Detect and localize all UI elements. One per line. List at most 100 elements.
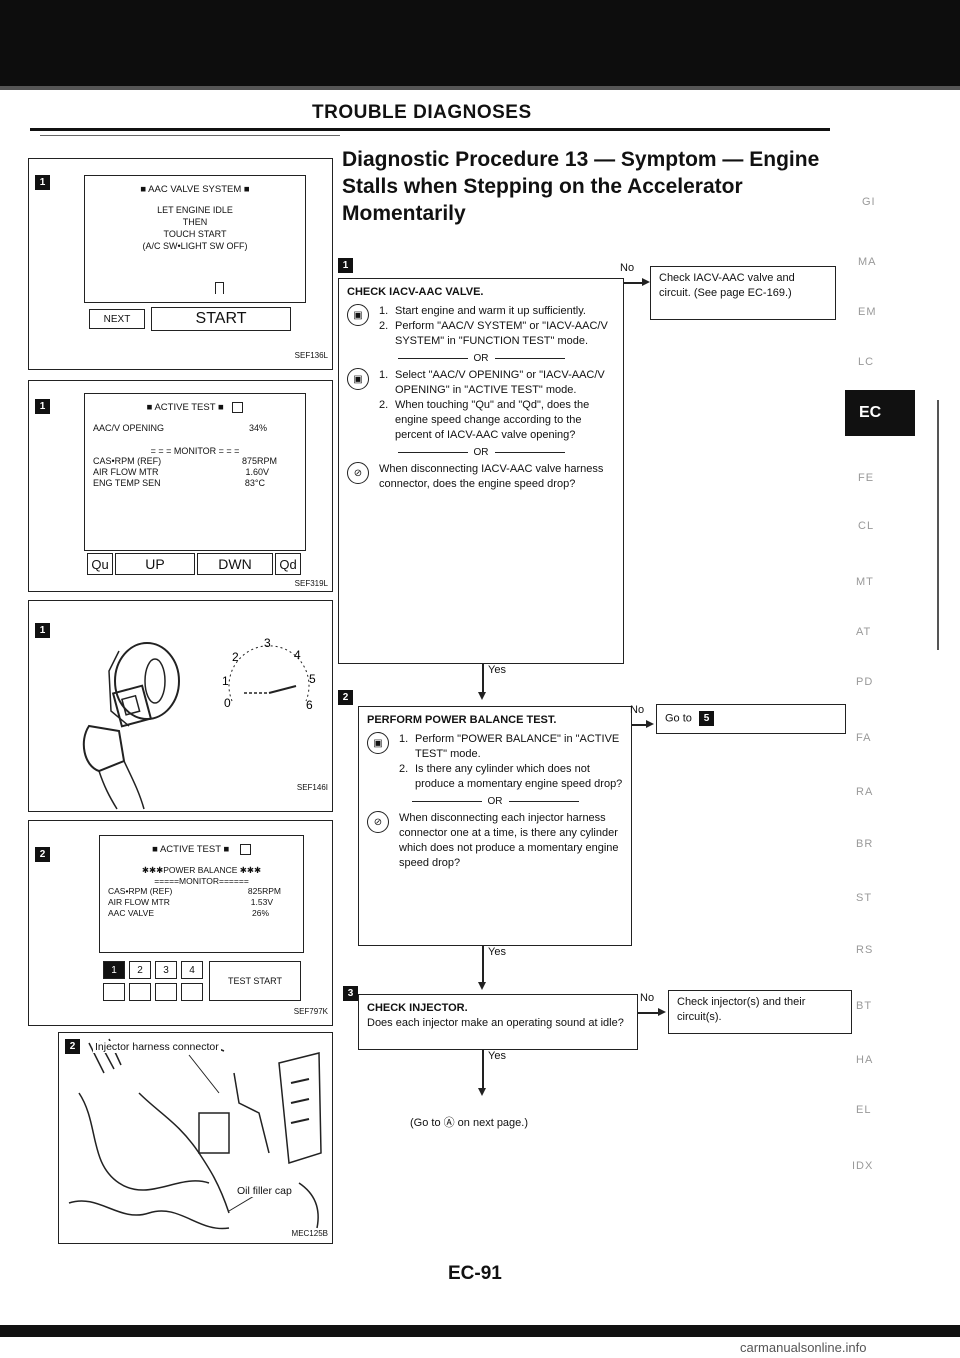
side-tab-pd[interactable]: PD — [856, 676, 874, 688]
side-tab-ra[interactable]: RA — [856, 786, 874, 798]
step-badge: 1 — [35, 175, 50, 190]
no-connector-line — [624, 282, 644, 284]
yes-label: Yes — [488, 946, 506, 958]
step-badge-1: 1 — [338, 258, 353, 273]
no-label: No — [630, 704, 645, 716]
checkbox-icon — [239, 844, 251, 855]
step2-power-balance-box: PERFORM POWER BALANCE TEST. ▣ 1.Perform … — [358, 706, 632, 946]
arrow-right-icon — [646, 720, 654, 728]
title-rule-secondary — [40, 135, 340, 136]
no-connector-line — [632, 724, 648, 726]
panel-iacv-valve-gauge: 1 0 1 2 3 4 5 6 SEF146I — [28, 600, 333, 812]
no-label: No — [640, 992, 655, 1004]
arrow-down-icon — [478, 1088, 486, 1096]
no-tools-icon: ⊘ — [347, 462, 369, 484]
step-badge-5: 5 — [698, 711, 714, 726]
iacv-valve-connector-illustration — [82, 642, 180, 810]
no-tools-icon: ⊘ — [367, 811, 389, 833]
page-number: EC-91 — [448, 1263, 502, 1284]
test-start-button[interactable]: TEST START — [209, 961, 301, 1001]
arrow-down-icon — [478, 982, 486, 990]
next-button[interactable]: NEXT — [89, 309, 145, 329]
no-connector-line — [638, 1012, 660, 1014]
side-tab-idx[interactable]: IDX — [852, 1160, 874, 1172]
header-bar-edge — [0, 86, 960, 90]
down-button[interactable]: DWN — [197, 553, 273, 575]
figure-code: SEF319L — [294, 579, 328, 588]
cylinder-3-button[interactable]: 3 — [155, 961, 177, 979]
gauge-label: 0 — [224, 696, 231, 710]
panel-aac-valve-system: 1 ■ AAC VALVE SYSTEM ■ LET ENGINE IDLE T… — [28, 158, 333, 370]
blank-button[interactable] — [155, 983, 177, 1001]
step1-check-iacv-box: CHECK IACV-AAC VALVE. ▣ 1.Start engine a… — [338, 278, 624, 664]
side-tab-em[interactable]: EM — [858, 306, 877, 318]
side-tab-mt[interactable]: MT — [856, 576, 874, 588]
consult-icon: ▣ — [347, 368, 369, 390]
side-tab-br[interactable]: BR — [856, 838, 874, 850]
up-button[interactable]: UP — [115, 553, 195, 575]
or-divider: OR — [347, 351, 615, 366]
consult-screen: ■ ACTIVE TEST ■ ✱✱✱POWER BALANCE ✱✱✱ ===… — [99, 835, 304, 953]
step-badge-3: 3 — [343, 986, 358, 1001]
step3-check-injector-box: CHECK INJECTOR. Does each injector make … — [358, 994, 638, 1050]
blank-button[interactable] — [103, 983, 125, 1001]
cylinder-4-button[interactable]: 4 — [181, 961, 203, 979]
side-tab-fa[interactable]: FA — [856, 732, 872, 744]
power-balance-label: ✱✱✱POWER BALANCE ✱✱✱ — [141, 865, 262, 876]
step-title: CHECK INJECTOR. — [367, 1002, 468, 1014]
footer-bar — [0, 1325, 960, 1337]
side-tab-ec-active[interactable]: EC — [845, 390, 915, 436]
qd-button[interactable]: Qd — [275, 553, 301, 575]
consult-method-a: ▣ 1.Perform "POWER BALANCE" in "ACTIVE T… — [367, 732, 623, 792]
cylinder-2-button[interactable]: 2 — [129, 961, 151, 979]
aac-opening-row: AAC/V OPENING 34% — [93, 423, 267, 434]
screen-title: ■ AAC VALVE SYSTEM ■ — [140, 184, 250, 195]
step-badge: 1 — [35, 623, 50, 638]
side-tab-gi[interactable]: GI — [862, 196, 876, 208]
next-page-reference: (Go to Ⓐ on next page.) — [410, 1117, 529, 1129]
side-tab-fe[interactable]: FE — [858, 472, 875, 484]
side-tab-lc[interactable]: LC — [858, 356, 875, 368]
figure-code: MEC125B — [291, 1229, 328, 1238]
side-tab-bt[interactable]: BT — [856, 1000, 873, 1012]
title-rule — [30, 128, 830, 131]
blank-button[interactable] — [129, 983, 151, 1001]
gauge-label: 5 — [309, 672, 316, 686]
arrow-right-icon — [642, 278, 650, 286]
blank-button[interactable] — [181, 983, 203, 1001]
monitor-row: CAS•RPM (REF)825rpm — [108, 886, 281, 897]
tachometer-gauge-icon: 0 1 2 3 4 5 6 — [222, 636, 316, 712]
procedure-title: Diagnostic Procedure 13 — Symptom — Engi… — [342, 148, 820, 225]
side-tab-ma[interactable]: MA — [858, 256, 877, 268]
cylinder-1-button[interactable]: 1 — [103, 961, 125, 979]
side-tab-el[interactable]: EL — [856, 1104, 872, 1116]
qu-button[interactable]: Qu — [87, 553, 113, 575]
side-tab-ha[interactable]: HA — [856, 1054, 874, 1066]
panel-injector-location: 2 Injector harness connector Oil filler … — [58, 1032, 333, 1244]
yes-connector-line — [482, 946, 484, 986]
side-tab-cl[interactable]: CL — [858, 520, 875, 532]
yes-label: Yes — [488, 1050, 506, 1062]
watermark: carmanualsonline.info — [740, 1340, 867, 1355]
step-title: CHECK IACV-AAC VALVE. — [347, 286, 484, 298]
figure-code: SEF146I — [296, 783, 328, 792]
yes-label: Yes — [488, 664, 506, 676]
side-tab-rs[interactable]: RS — [856, 944, 874, 956]
start-button[interactable]: START — [151, 307, 291, 331]
no-action-box: Check IACV-AAC valve and circuit. (See p… — [650, 266, 836, 320]
gauge-label: 2 — [232, 650, 239, 664]
figure-code: SEF797K — [293, 1007, 328, 1016]
step-badge: 2 — [35, 847, 50, 862]
side-tab-at[interactable]: AT — [856, 626, 872, 638]
or-divider: OR — [367, 794, 623, 809]
no-label: No — [620, 262, 635, 274]
goto-step5-box: Go to 5 — [656, 704, 846, 734]
side-tab-st[interactable]: ST — [856, 892, 873, 904]
gauge-label: 4 — [294, 648, 301, 662]
gauge-label: 1 — [222, 674, 229, 688]
monitor-label: = = = MONITOR = = = — [150, 446, 240, 457]
monitor-row: CAS•RPM (REF)875rpm — [93, 456, 277, 467]
